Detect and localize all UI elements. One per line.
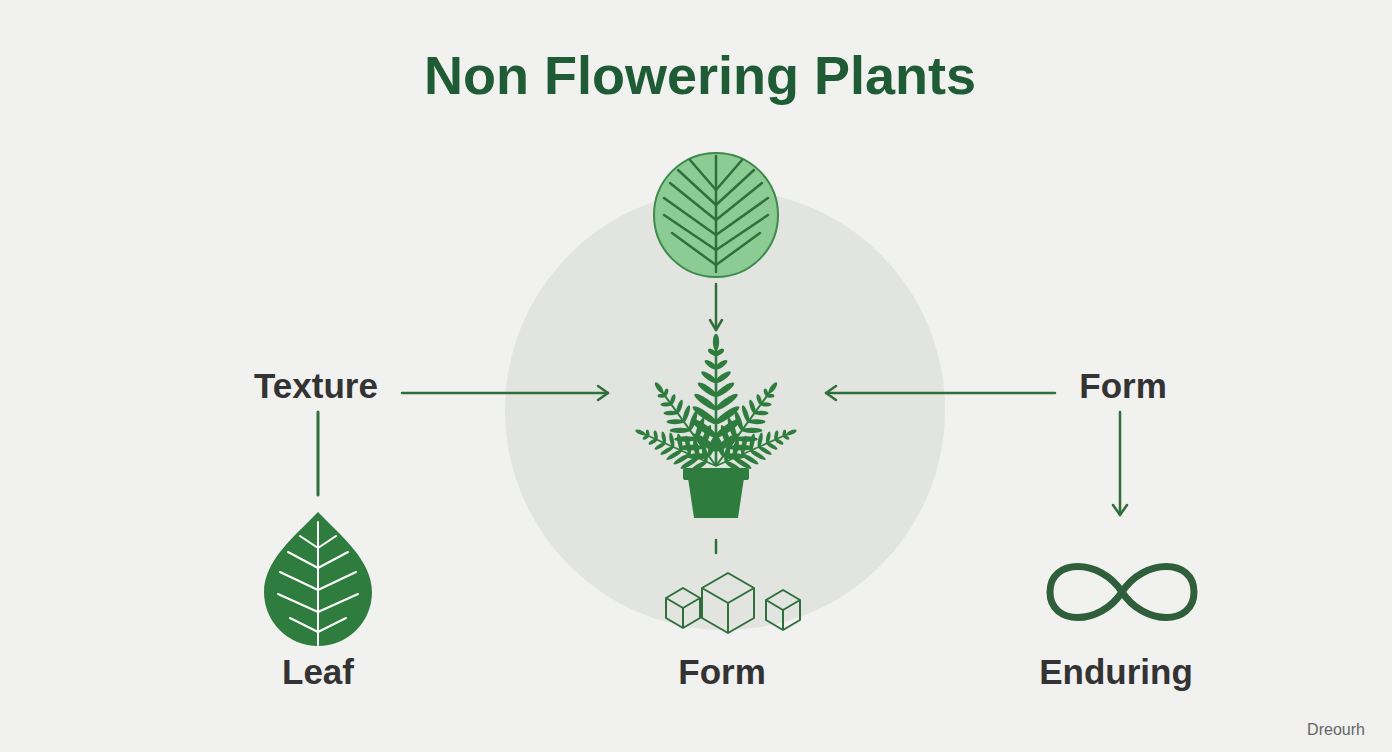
- leaf-icon: [264, 512, 372, 646]
- icon-caption: Enduring: [1039, 653, 1193, 692]
- concept-label: Texture: [254, 367, 378, 406]
- title: Non Flowering Plants: [424, 46, 976, 105]
- pine-icon: [654, 153, 778, 277]
- watermark: Dreourh: [1307, 721, 1365, 739]
- cubes-icon: [666, 573, 800, 633]
- concept-label: Form: [1079, 367, 1167, 406]
- fern-icon: [628, 334, 804, 518]
- infinity-icon: [1050, 567, 1194, 618]
- arrows: [318, 284, 1127, 553]
- icon-caption: Leaf: [282, 653, 354, 692]
- icon-caption: Form: [678, 653, 766, 692]
